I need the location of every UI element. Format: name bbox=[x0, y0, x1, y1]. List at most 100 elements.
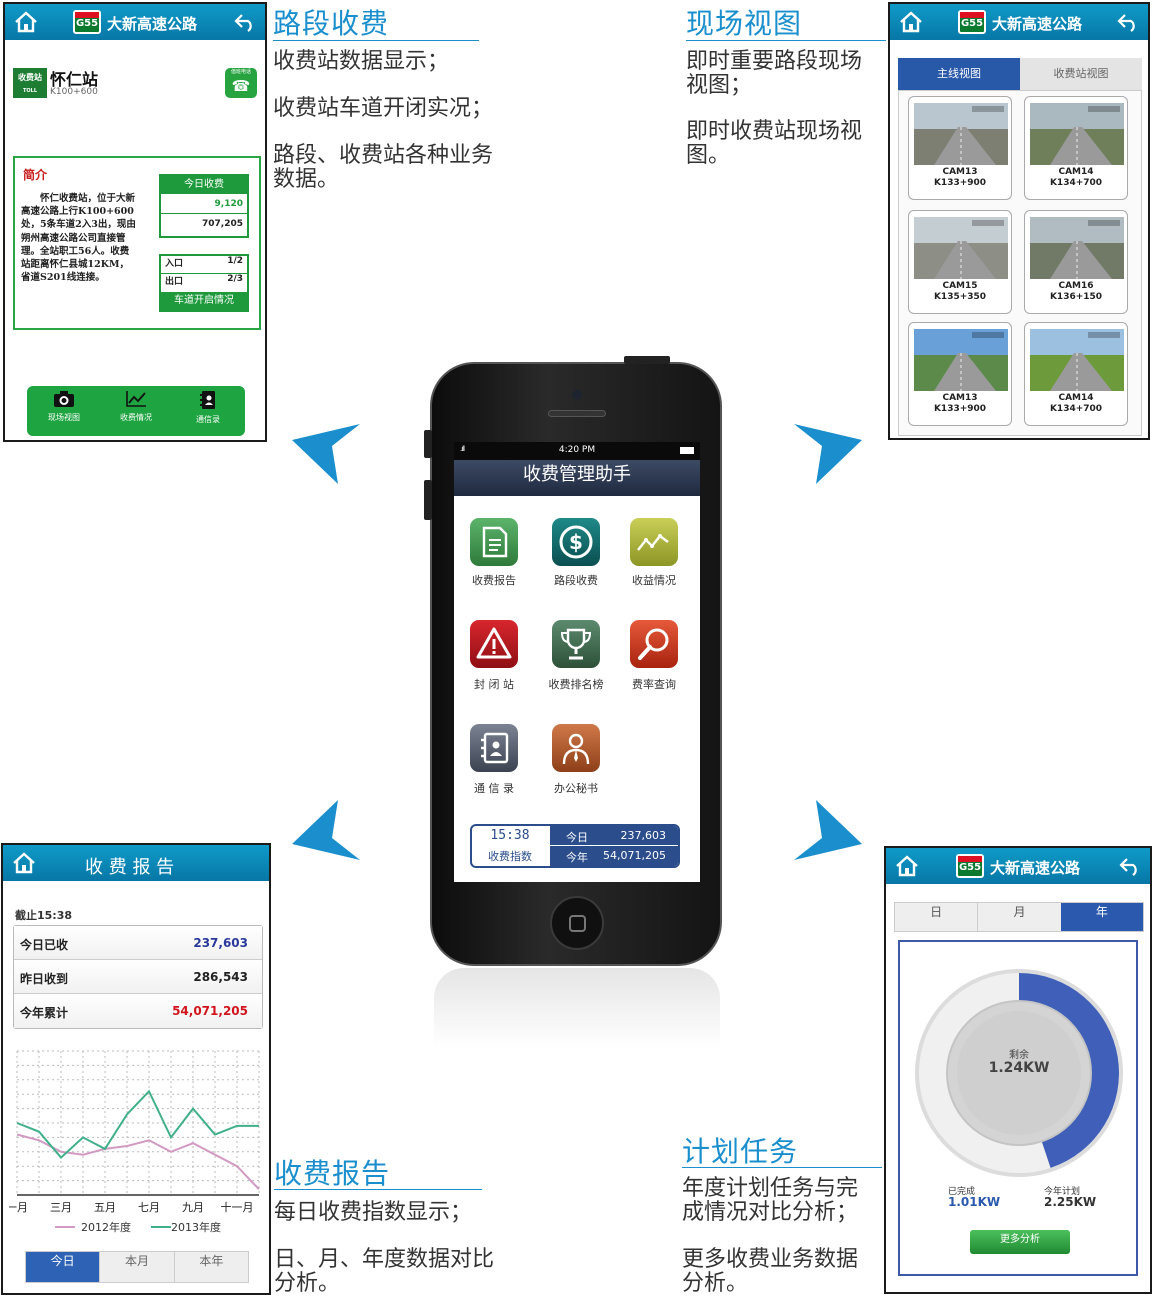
tab-this-year[interactable]: 本年 bbox=[173, 1252, 248, 1282]
row-value: 286,543 bbox=[193, 970, 248, 984]
entry-label: 入口 bbox=[165, 259, 184, 269]
nav-scene-view[interactable]: 现场视图 bbox=[33, 390, 95, 432]
series-line-2013 bbox=[16, 1089, 259, 1159]
legend-swatch-2013 bbox=[151, 1226, 171, 1228]
app-label: 通 信 录 bbox=[474, 782, 514, 795]
revenue-icon[interactable] bbox=[630, 518, 678, 566]
station-km: K100+600 bbox=[50, 87, 98, 97]
toll-index-ticker[interactable]: 15:38 收费指数 今日 237,603 今年 54,071,205 bbox=[470, 824, 680, 868]
office-secretary-icon[interactable] bbox=[552, 724, 600, 772]
g55-badge-icon: G55 bbox=[73, 10, 101, 34]
tab-today[interactable]: 今日 bbox=[26, 1252, 100, 1282]
home-icon[interactable] bbox=[11, 851, 37, 875]
donut-slice-done bbox=[1019, 973, 1119, 1168]
toll-report-screen: 收 费 报 告 截止15:38 今日已收 237,603 昨日收到 286,54… bbox=[1, 843, 271, 1295]
contacts-app-icon[interactable] bbox=[470, 724, 518, 772]
dollar-icon: $ bbox=[559, 525, 593, 559]
home-icon[interactable] bbox=[13, 10, 39, 34]
phone-reflection bbox=[434, 968, 720, 1048]
today-toll-title: 今日收费 bbox=[161, 176, 247, 194]
annotation-heading-plan: 计划任务 bbox=[682, 1135, 799, 1168]
x-tick-label: 五月 bbox=[94, 1201, 116, 1214]
plan-period-tabs: 日 月 年 bbox=[894, 902, 1144, 932]
annotation-text: 收费站车道开闭实况； bbox=[273, 96, 494, 121]
back-icon[interactable] bbox=[1118, 855, 1142, 877]
camera-name: CAM13 bbox=[942, 167, 978, 177]
warning-icon bbox=[476, 627, 512, 659]
summary-row: 今年累计 54,071,205 bbox=[14, 994, 262, 1028]
today-toll-box: 今日收费 9,120 707,205 bbox=[159, 174, 249, 238]
toll-gate-badge: 收费站 TOLL GATE bbox=[13, 68, 47, 107]
chart-grid bbox=[16, 1050, 260, 1196]
annotation-heading-report: 收费报告 bbox=[274, 1157, 391, 1190]
toll-report-icon[interactable] bbox=[470, 518, 518, 566]
top-button bbox=[624, 356, 670, 364]
back-icon[interactable] bbox=[1116, 11, 1140, 33]
plan-label: 今年计划 bbox=[1044, 1187, 1081, 1197]
legend-label-2013: 2013年度 bbox=[171, 1221, 221, 1234]
status-time: 4:20 PM bbox=[558, 445, 596, 455]
front-camera bbox=[572, 390, 582, 400]
badge-code: G55 bbox=[960, 18, 984, 29]
home-icon[interactable] bbox=[894, 854, 920, 878]
camera-snapshot bbox=[914, 217, 1008, 279]
ticker-values: 今日 237,603 今年 54,071,205 bbox=[550, 826, 678, 866]
tab-station-view[interactable]: 收费站视图 bbox=[1020, 58, 1142, 90]
as-of-time: 截止15:38 bbox=[15, 909, 73, 922]
intro-title: 简介 bbox=[23, 168, 48, 182]
document-icon bbox=[482, 526, 508, 558]
report-title-bar: 收 费 报 告 bbox=[3, 845, 269, 881]
camera-name: CAM14 bbox=[1058, 167, 1094, 177]
lane-status-box[interactable]: 入口 1/2 出口 2/3 车道开启情况 bbox=[159, 254, 249, 312]
x-tick-label: 七月 bbox=[138, 1201, 160, 1214]
station-name: 怀仁站 bbox=[50, 70, 99, 89]
earpiece-speaker bbox=[548, 410, 606, 417]
closed-station-icon[interactable] bbox=[470, 620, 518, 668]
section-toll-icon[interactable]: $ bbox=[552, 518, 600, 566]
x-tick-label: 十一月 bbox=[221, 1200, 254, 1214]
ranking-icon[interactable] bbox=[552, 620, 600, 668]
row-value: 54,071,205 bbox=[172, 1004, 248, 1018]
app-label: 收费排名榜 bbox=[548, 678, 604, 691]
summary-table: 今日已收 237,603 昨日收到 286,543 今年累计 54,071,20… bbox=[13, 925, 263, 1029]
tab-month[interactable]: 月 bbox=[977, 903, 1061, 931]
home-square-icon bbox=[569, 915, 586, 932]
back-icon[interactable] bbox=[233, 11, 257, 33]
tab-day[interactable]: 日 bbox=[895, 903, 978, 931]
rate-query-icon[interactable] bbox=[630, 620, 678, 668]
today-value: 237,603 bbox=[620, 829, 667, 842]
side-button bbox=[424, 430, 432, 458]
exit-row: 出口 2/3 bbox=[161, 274, 247, 292]
nav-toll-status[interactable]: 收费情况 bbox=[105, 390, 167, 432]
app-label: 办公秘书 bbox=[554, 782, 598, 795]
summary-row: 昨日收到 286,543 bbox=[14, 960, 262, 994]
tab-year[interactable]: 年 bbox=[1060, 903, 1143, 931]
nav-phonebook[interactable]: 通信录 bbox=[177, 390, 239, 432]
camera-title-bar: G55 大新高速公路 bbox=[890, 4, 1148, 40]
tab-mainline-view[interactable]: 主线视图 bbox=[898, 58, 1020, 90]
annotation-text: 每日收费指数显示； bbox=[274, 1200, 473, 1225]
duty-call-button[interactable]: 值班电话 ☎ bbox=[225, 68, 257, 98]
annual-plan-screen: G55 大新高速公路 日 月 年 剩余 1.24KW 已完成 1.01KW 今年… bbox=[884, 846, 1152, 1294]
annotation-text: 年度计划任务与完 bbox=[682, 1176, 859, 1201]
tab-this-month[interactable]: 本月 bbox=[99, 1252, 174, 1282]
annotation-text: 成情况对比分析； bbox=[682, 1200, 859, 1225]
home-button[interactable] bbox=[550, 896, 604, 950]
annotation-text: 即时收费站现场视 bbox=[686, 119, 863, 144]
more-analysis-button[interactable]: 更多分析 bbox=[970, 1230, 1070, 1254]
ticker-label: 收费指数 bbox=[488, 850, 532, 863]
annotation-text: 收费站数据显示； bbox=[273, 49, 450, 74]
exit-label: 出口 bbox=[165, 277, 184, 287]
home-icon[interactable] bbox=[898, 10, 924, 34]
